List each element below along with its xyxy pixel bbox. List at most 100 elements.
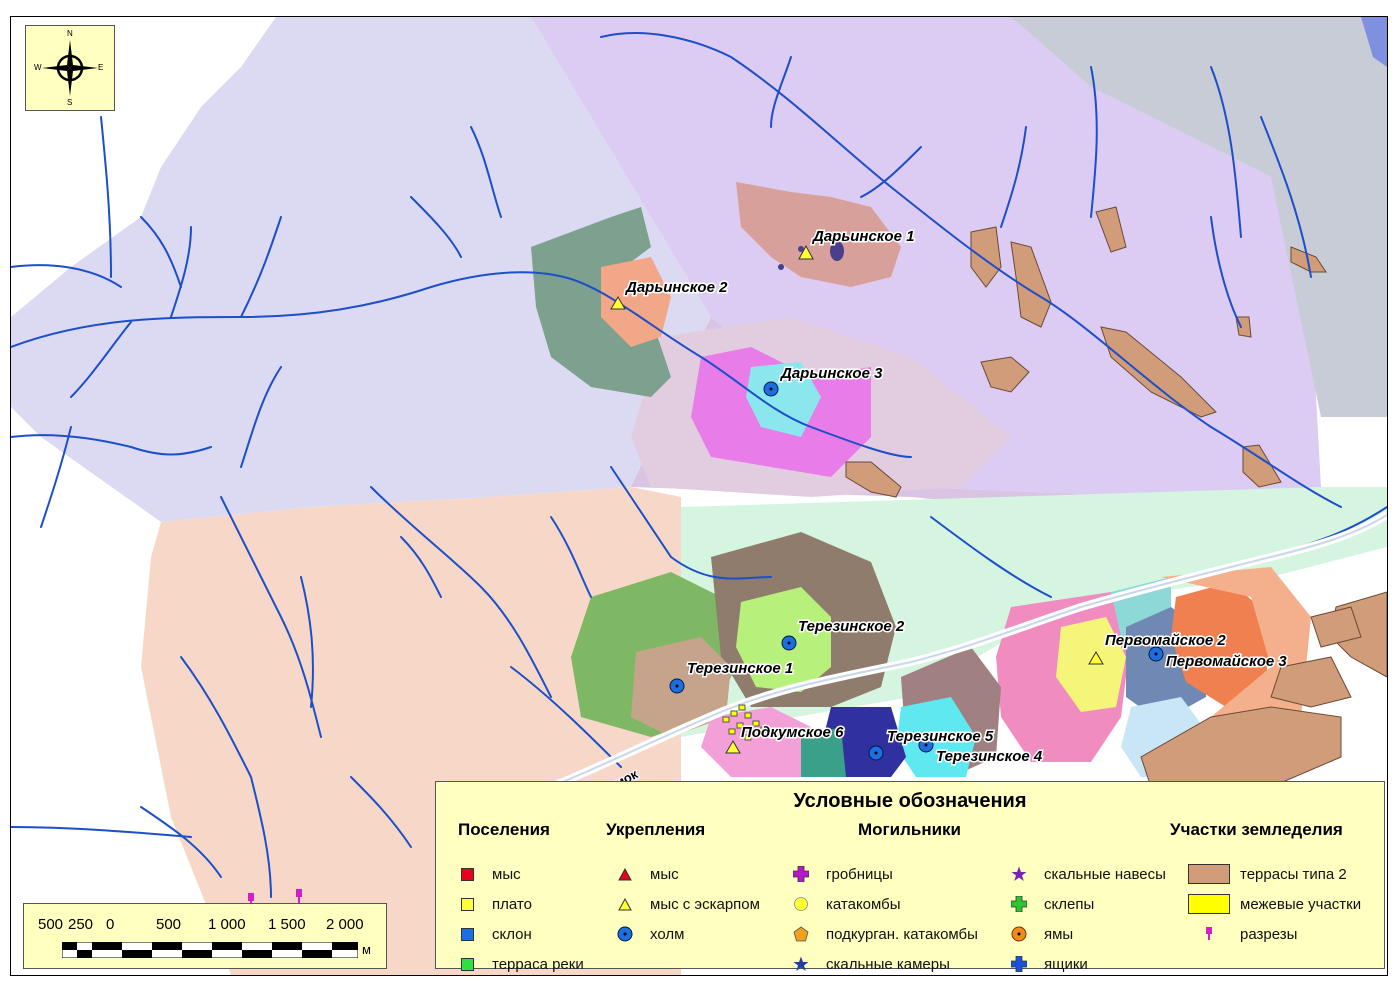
legend-item: плато: [456, 894, 532, 914]
yellow-triangle-icon: [614, 894, 636, 914]
legend-item: холм: [614, 924, 684, 944]
marker-darinskoe-1: [798, 244, 814, 260]
legend-item: гробницы: [790, 864, 893, 884]
scale-tick: 500: [38, 916, 64, 933]
legend-label: склепы: [1044, 895, 1095, 913]
site-zone-cyan-2: [746, 362, 821, 437]
site-labels: Дарьинское 1 Дарьинское 2 Дарьинское 3 Т…: [623, 227, 1289, 767]
legend-label: террасы типа 2: [1240, 865, 1347, 883]
site-zone-cyan: [896, 697, 976, 777]
legend-title: Условные обозначения: [793, 790, 1027, 812]
legend-item: терраса реки: [456, 954, 584, 974]
legend-label: подкурган. катакомбы: [826, 925, 978, 943]
legend-item: скальные навесы: [1008, 864, 1166, 884]
boundary-plots: [722, 704, 768, 741]
river-network: [11, 32, 1387, 898]
label-podkumskoe-6: Подкумское 6: [741, 724, 844, 741]
site-zone-salmon: [601, 257, 671, 347]
yellow-circle-icon: [790, 894, 812, 914]
site-zone-sea: [801, 727, 846, 777]
scale-bar: 500 250 0 500 1 000 1 500 2 000 м: [23, 903, 387, 969]
legend-item: скальные камеры: [790, 954, 950, 974]
label-pervomaiskoe-2: Первомайское 2: [1105, 632, 1226, 649]
terrace-swatch-icon: [1188, 864, 1230, 884]
marker-dark-1: [830, 241, 844, 261]
legend-label: скальные камеры: [826, 955, 950, 973]
legend-item: мыс с эскарпом: [614, 894, 760, 914]
zone-violet: [531, 17, 1321, 497]
scale-tick: 500: [156, 916, 182, 933]
markers-layer: [248, 241, 1164, 907]
legend-label: гробницы: [826, 865, 893, 883]
scale-tick: 2 000: [326, 916, 364, 933]
blue-star-icon: [790, 954, 812, 974]
legend-label: мыс с эскарпом: [650, 895, 760, 913]
blue-square-icon: [456, 924, 478, 944]
label-darinskoe-1: Дарьинское 1: [811, 228, 914, 245]
legend-label: склон: [492, 925, 532, 943]
legend: Условные обозначения Поселения Укреплени…: [435, 781, 1385, 973]
legend-label: катакомбы: [826, 895, 901, 913]
legend-item: ямы: [1008, 924, 1073, 944]
compass-rose-icon: [42, 40, 98, 96]
compass-west: W: [34, 63, 42, 72]
compass-south: S: [67, 98, 73, 107]
legend-label: ящики: [1044, 955, 1088, 973]
boundary-plot-swatch-icon: [1188, 894, 1230, 914]
zone-blue-corner: [1361, 17, 1387, 67]
yellow-square-icon: [456, 894, 478, 914]
label-darinskoe-2: Дарьинское 2: [624, 279, 728, 296]
scale-bar-graphic: [62, 942, 358, 958]
legend-label: холм: [650, 925, 685, 943]
map-frame[interactable]: Подкумок: [10, 16, 1388, 976]
label-terezinskoe-4: Терезинское 4: [936, 748, 1043, 765]
scale-tick: 1 000: [208, 916, 246, 933]
scale-tick: 0: [106, 916, 115, 933]
legend-item: межевые участки: [1188, 894, 1361, 914]
compass-north: N: [67, 29, 73, 38]
site-zone-orange: [1171, 582, 1271, 707]
orange-dot-circle-icon: [1008, 924, 1030, 944]
legend-item: склепы: [1008, 894, 1094, 914]
label-terezinskoe-1: Терезинское 1: [687, 660, 793, 677]
legend-item: склон: [456, 924, 532, 944]
scale-unit: м: [362, 942, 371, 957]
green-square-icon: [456, 954, 478, 974]
zone-lavender: [11, 17, 711, 522]
legend-heading-fortifications: Укрепления: [606, 820, 706, 839]
scale-tick: 1 500: [268, 916, 306, 933]
label-darinskoe-3: Дарьинское 3: [779, 365, 883, 382]
compass-east: E: [98, 63, 104, 72]
legend-item: мыс: [456, 864, 521, 884]
legend-label: терраса реки: [492, 955, 584, 973]
legend-heading-burials: Могильники: [858, 820, 962, 839]
legend-item: ящики: [1008, 954, 1088, 974]
marker-pervomaiskoe-2: [1088, 651, 1104, 665]
legend-item: подкурган. катакомбы: [790, 924, 978, 944]
legend-heading-farmland: Участки земледелия: [1170, 820, 1343, 839]
legend-label: мыс: [650, 865, 679, 883]
legend-heading-settlements: Поселения: [458, 820, 550, 839]
blue-cross-icon: [1008, 954, 1030, 974]
legend-item: разрезы: [1198, 924, 1297, 944]
label-terezinskoe-2: Терезинское 2: [798, 618, 905, 635]
legend-label: разрезы: [1240, 925, 1298, 943]
north-arrow: N S W E: [25, 25, 115, 111]
legend-label: скальные навесы: [1044, 865, 1166, 883]
label-pervomaiskoe-3: Первомайское 3: [1166, 653, 1287, 670]
legend-label: межевые участки: [1240, 895, 1362, 913]
legend-item: мыс: [614, 864, 679, 884]
site-zone-rose: [736, 182, 901, 287]
section-pin-icon: [1198, 924, 1220, 944]
site-zone-pink-2: [701, 707, 811, 777]
purple-cross-icon: [790, 864, 812, 884]
blue-dot-circle-icon: [614, 924, 636, 944]
red-triangle-icon: [614, 864, 636, 884]
marker-podkumskoe-6: [725, 740, 741, 754]
river-podkumok-center: [550, 514, 1387, 788]
map-canvas[interactable]: Подкумок: [11, 17, 1387, 975]
legend-label: мыс: [492, 865, 521, 883]
label-terezinskoe-5: Терезинское 5: [887, 728, 994, 745]
legend-label: плато: [492, 895, 532, 913]
orange-pentagon-icon: [790, 924, 812, 944]
